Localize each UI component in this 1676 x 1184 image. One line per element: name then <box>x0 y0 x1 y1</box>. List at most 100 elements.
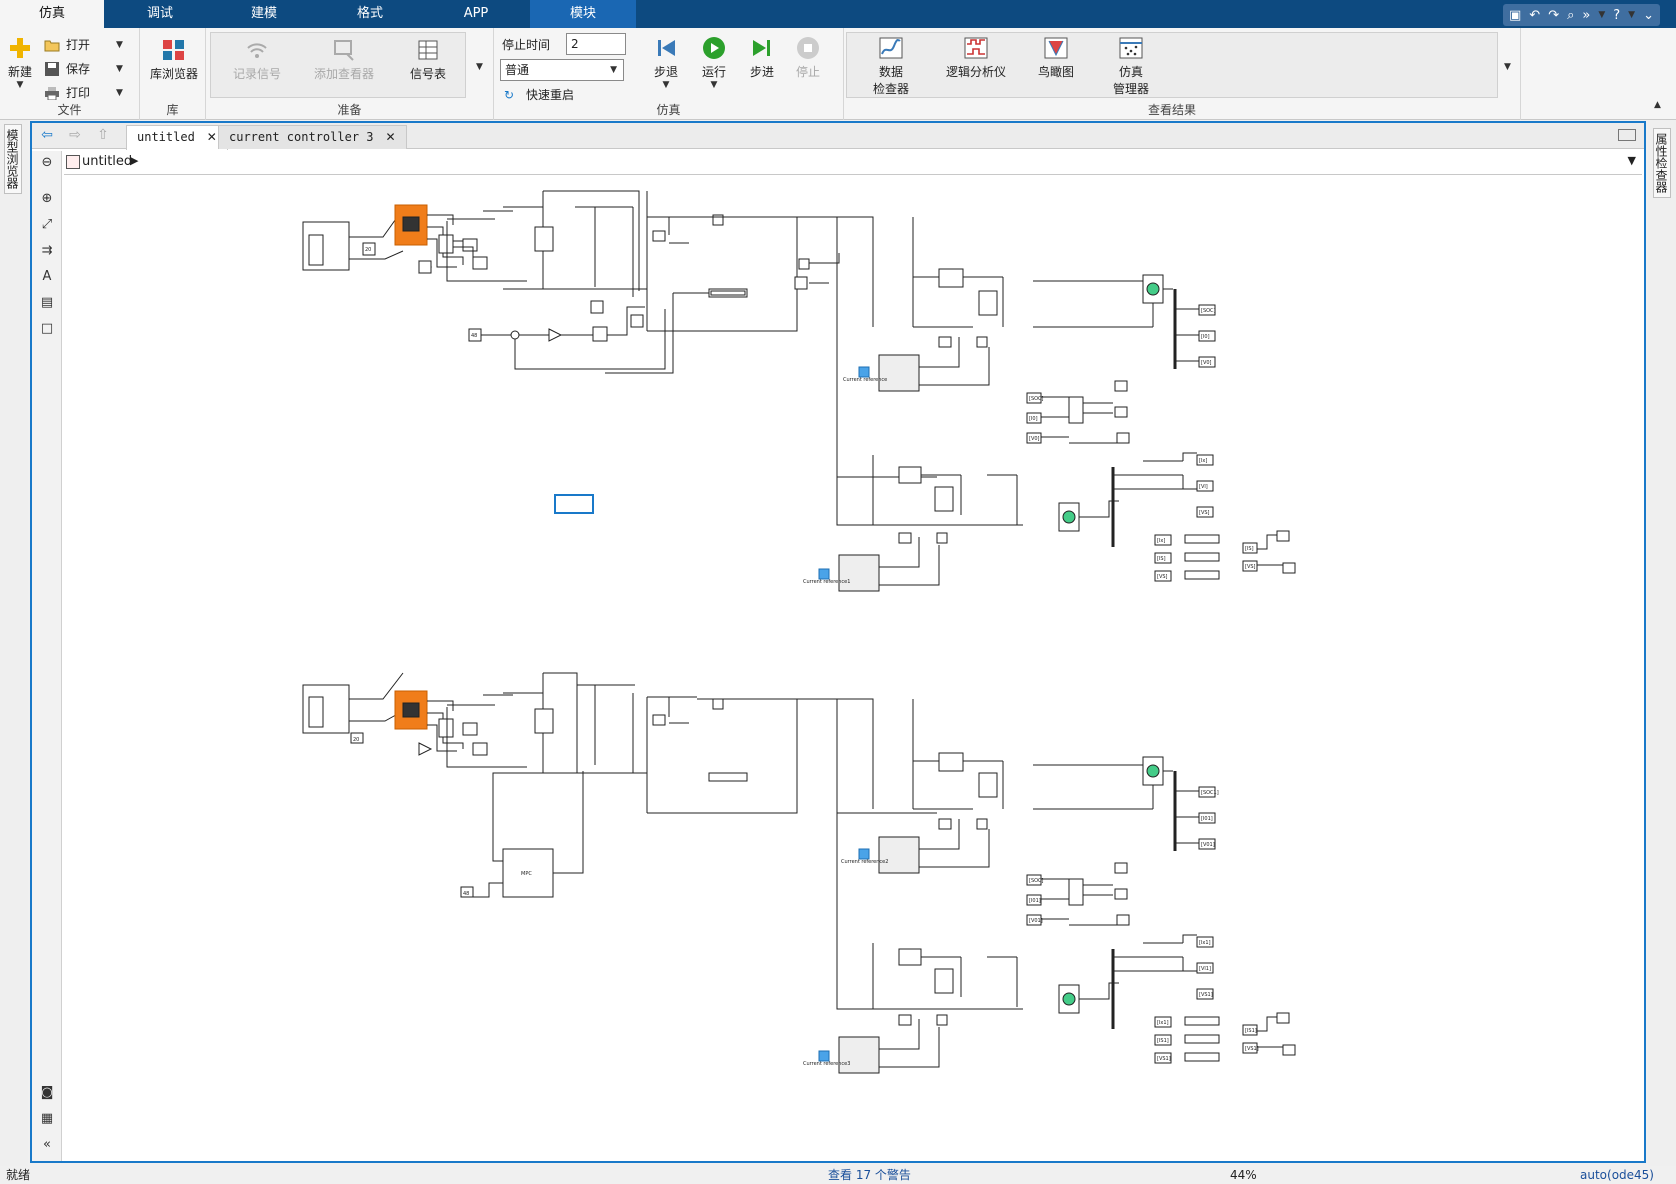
scope-block[interactable] <box>936 532 948 544</box>
constant-block[interactable] <box>362 242 376 256</box>
inductor-block[interactable] <box>978 772 998 798</box>
run-button[interactable]: 运行 ▼ <box>694 36 734 90</box>
scope-block[interactable] <box>976 818 988 830</box>
tab-block[interactable]: 模块 <box>530 0 636 28</box>
sum-block[interactable] <box>438 718 454 738</box>
display-block[interactable] <box>1184 1034 1220 1044</box>
scope-block[interactable] <box>976 336 988 348</box>
switch-block[interactable] <box>938 752 964 772</box>
stop-button[interactable]: 停止 <box>788 36 828 80</box>
doc-tab-untitled[interactable]: untitled✕ <box>126 125 228 150</box>
zoom-in-icon[interactable]: ⊕ <box>41 191 53 206</box>
gain-block[interactable] <box>548 328 563 342</box>
signal-builder-block[interactable] <box>302 684 350 734</box>
display-block[interactable] <box>1184 570 1220 580</box>
inductor-block[interactable] <box>534 708 554 734</box>
pv-array-block[interactable] <box>394 204 428 246</box>
simulation-manager-button[interactable]: 仿真 管理器 <box>1106 36 1156 97</box>
breadcrumb-model[interactable]: untitled <box>82 154 133 169</box>
chevron-right-icon[interactable]: ▶ <box>130 154 139 167</box>
redo-icon[interactable]: ↷ <box>1548 7 1560 23</box>
chevron-down-icon[interactable]: ▼ <box>116 87 123 98</box>
display-block[interactable] <box>708 288 748 298</box>
scope-block[interactable] <box>938 336 952 348</box>
close-icon[interactable]: ✕ <box>206 130 217 144</box>
undo-icon[interactable]: ↶ <box>1529 7 1541 23</box>
back-icon[interactable]: ⇦ <box>41 127 53 143</box>
controller-subsystem[interactable] <box>878 354 920 392</box>
signal-builder-block[interactable] <box>302 221 350 271</box>
save-button[interactable]: 保存 ▼ <box>44 60 123 77</box>
constant-block[interactable] <box>858 848 870 860</box>
help-icon[interactable]: ? <box>1613 7 1621 23</box>
tab-app[interactable]: APP <box>463 6 489 21</box>
up-icon[interactable]: ⇧ <box>97 127 109 143</box>
constant-block[interactable] <box>460 886 474 898</box>
print-button[interactable]: 打印 ▼ <box>44 84 123 101</box>
sum-block[interactable] <box>438 234 454 254</box>
birds-eye-button[interactable]: 鸟瞰图 <box>1028 36 1084 80</box>
log-signals-button[interactable]: 记录信号 <box>222 38 292 82</box>
chevron-down-icon[interactable]: ▼ <box>1598 10 1606 20</box>
controller-subsystem[interactable] <box>838 1036 880 1074</box>
display-block[interactable] <box>1184 534 1220 544</box>
save-icon[interactable]: ▣ <box>1508 7 1522 23</box>
fast-restart-toggle[interactable]: ↻ 快速重启 <box>504 87 575 103</box>
scope-block[interactable] <box>898 532 912 544</box>
image-icon[interactable]: ▤ <box>40 295 54 310</box>
constant-block[interactable] <box>818 568 830 580</box>
camera-icon[interactable]: ◙ <box>40 1085 54 1100</box>
switch-block[interactable] <box>898 466 922 484</box>
tab-simulation[interactable]: 仿真 <box>0 0 104 30</box>
tab-debug[interactable]: 调试 <box>146 6 173 21</box>
more-icon[interactable]: » <box>1582 7 1591 23</box>
add-viewer-button[interactable]: 添加查看器 <box>304 38 384 82</box>
model-browser-tab[interactable]: 模型浏览器 <box>4 124 22 194</box>
library-browser-button[interactable]: 库浏览器 <box>144 38 204 82</box>
solver-link[interactable]: auto(ode45) <box>1580 1168 1654 1182</box>
selected-block[interactable] <box>554 494 594 514</box>
step-back-button[interactable]: 步退 ▼ <box>646 36 686 90</box>
inductor-block[interactable] <box>934 968 954 994</box>
data-inspector-button[interactable]: 数据 检查器 <box>866 36 916 97</box>
controller-subsystem[interactable] <box>838 554 880 592</box>
scope-block[interactable] <box>936 1014 948 1026</box>
scope-block[interactable] <box>712 698 724 710</box>
chevron-down-icon[interactable]: ▼ <box>1504 62 1511 72</box>
chevron-down-icon[interactable]: ▼ <box>116 39 123 50</box>
diagram-canvas[interactable]: Current reference Current reference1 Cur… <box>63 177 1641 1159</box>
display-block[interactable] <box>1184 552 1220 562</box>
annotation-icon[interactable]: A <box>42 269 52 284</box>
switch-block[interactable] <box>898 948 922 966</box>
collapse-icon[interactable]: « <box>43 1137 51 1152</box>
signal-table-button[interactable]: 信号表 <box>396 38 460 82</box>
display-block[interactable] <box>1184 1016 1220 1026</box>
switch-block[interactable] <box>938 268 964 288</box>
scope-block[interactable] <box>938 818 952 830</box>
controller-subsystem[interactable] <box>878 836 920 874</box>
new-button[interactable]: 新建 ▼ <box>4 36 36 90</box>
scope-block[interactable] <box>712 214 724 226</box>
keyboard-icon[interactable] <box>1618 129 1636 141</box>
stop-time-input[interactable]: 2 <box>566 33 626 55</box>
simulation-mode-select[interactable]: 普通 ▼ <box>500 59 624 81</box>
gain-block[interactable] <box>418 742 433 756</box>
display-block[interactable] <box>708 772 748 782</box>
inductor-block[interactable] <box>978 290 998 316</box>
inductor-block[interactable] <box>534 226 554 252</box>
search-icon[interactable]: ⌕ <box>1567 7 1575 23</box>
logic-analyzer-button[interactable]: 逻辑分析仪 <box>936 36 1016 80</box>
area-icon[interactable]: □ <box>40 321 54 336</box>
mpc-block[interactable] <box>502 848 554 898</box>
tab-modeling[interactable]: 建模 <box>250 6 277 21</box>
sum-block[interactable] <box>510 330 520 340</box>
warnings-link[interactable]: 查看 17 个警告 <box>828 1168 911 1182</box>
chevron-down-icon[interactable]: ▼ <box>1628 10 1636 20</box>
collapse-ribbon-icon[interactable]: ▲ <box>1654 100 1661 110</box>
chevron-down-icon[interactable]: ▼ <box>1627 154 1636 167</box>
open-button[interactable]: 打开 ▼ <box>44 36 123 53</box>
model-data-icon[interactable]: ▦ <box>40 1111 54 1126</box>
hide-panel-icon[interactable]: ⊖ <box>41 155 53 170</box>
constant-block[interactable] <box>858 366 870 378</box>
step-forward-button[interactable]: 步进 <box>742 36 782 80</box>
